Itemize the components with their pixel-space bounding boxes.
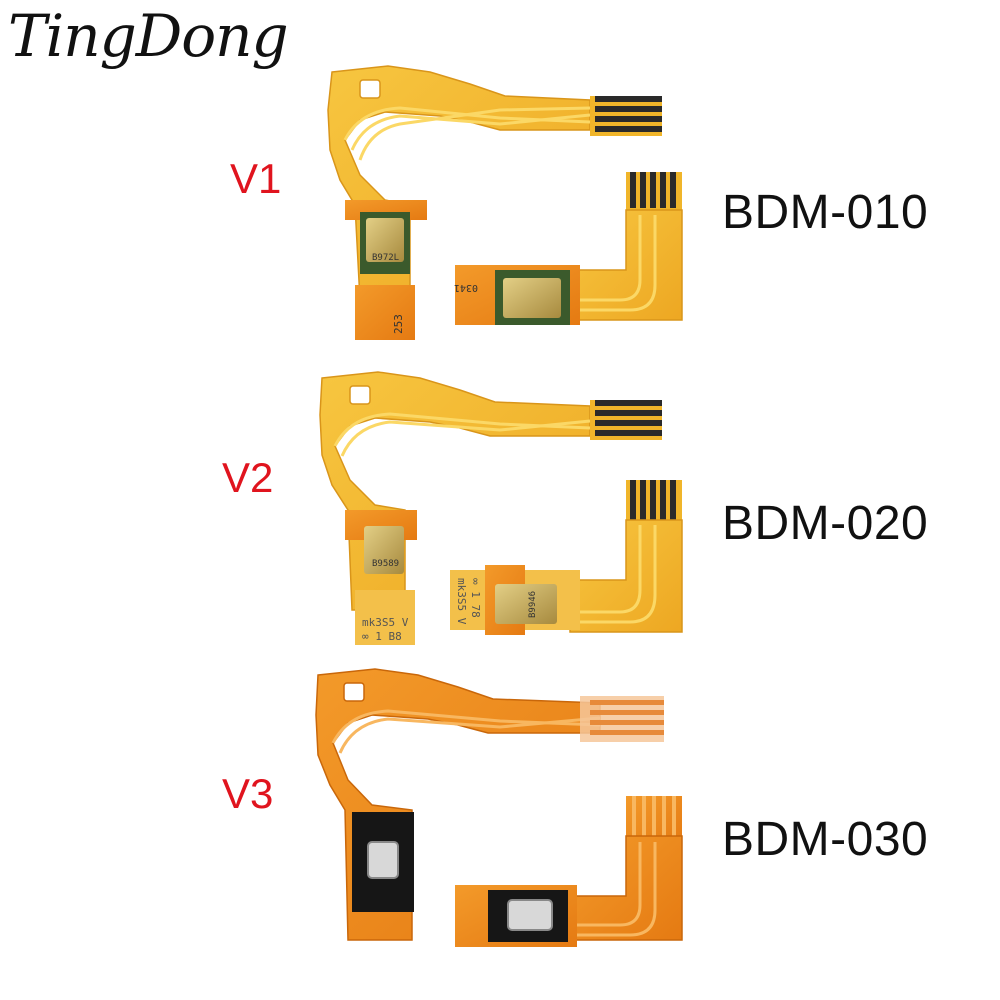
version-label-v3: V3 [222, 770, 274, 817]
v1-board-code-0341: 0341 [454, 282, 478, 293]
version-label-v2: V2 [222, 454, 274, 501]
v1-chip-code-left: B972L [372, 253, 399, 263]
brand-logo: TingDong [8, 2, 289, 70]
v3-long-flex-cable [315, 668, 664, 941]
v2-chip-code-right: B9946 [528, 591, 538, 618]
model-label-bdm-020: BDM-020 [722, 497, 929, 550]
v2-board-text-left-1: mk3S5 V [362, 616, 409, 629]
version-label-v1: V1 [230, 155, 282, 202]
v1-long-flex-cable: B972L 253 [327, 65, 662, 340]
v2-board-text-right-1: mk3S5 V [455, 578, 468, 625]
v1-board-code-253: 253 [392, 314, 405, 334]
model-label-bdm-030: BDM-030 [722, 813, 929, 866]
v2-chip-code-left: B9589 [372, 559, 399, 569]
v2-long-flex-cable: B9589 mk3S5 V ∞ 1 B8 [319, 371, 662, 645]
model-label-bdm-010: BDM-010 [722, 186, 929, 239]
v2-board-text-right-2: ∞ 1 78 [469, 578, 482, 618]
v2-board-text-left-2: ∞ 1 B8 [362, 630, 402, 643]
v3-short-flex-cable [455, 796, 683, 947]
v2-short-flex-cable: B9946 mk3S5 V ∞ 1 78 [450, 480, 683, 635]
v1-short-flex-cable: 0341 [454, 172, 683, 325]
